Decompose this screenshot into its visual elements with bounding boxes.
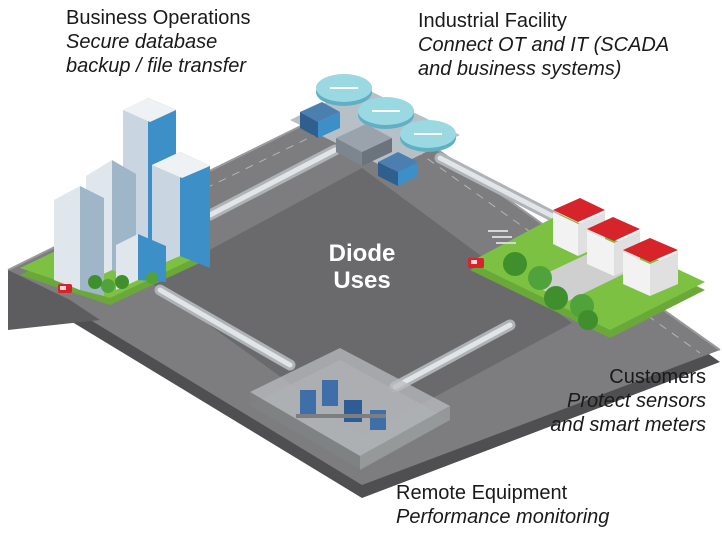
diode-uses-label: Diode Uses xyxy=(300,240,424,294)
customers-caption: Customers Protect sensors and smart mete… xyxy=(550,365,706,437)
industrial-facility-title: Industrial Facility xyxy=(418,10,567,32)
business-operations-subtitle-1: Secure database xyxy=(66,31,218,53)
business-operations-caption: Business Operations Secure database back… xyxy=(66,6,251,78)
remote-equipment-subtitle: Performance monitoring xyxy=(396,506,610,528)
remote-equipment-title: Remote Equipment xyxy=(396,482,568,504)
trees-icon xyxy=(503,252,598,330)
crosswalk xyxy=(488,230,516,244)
car-icon xyxy=(468,258,484,268)
center-label-line-1: Diode xyxy=(328,240,396,267)
customers-subtitle-2: and smart meters xyxy=(550,414,706,436)
car-icon xyxy=(58,284,72,293)
remote-equipment-enclosure-icon xyxy=(250,348,450,470)
customers-subtitle-1: Protect sensors xyxy=(567,390,706,412)
side-road-left xyxy=(8,270,100,330)
connection-pipes xyxy=(154,144,566,393)
houses-icon xyxy=(470,198,705,338)
business-operations-title: Business Operations xyxy=(66,7,251,29)
center-label-line-2: Uses xyxy=(333,267,391,294)
business-operations-subtitle-2: backup / file transfer xyxy=(66,55,247,77)
remote-equipment-caption: Remote Equipment Performance monitoring xyxy=(396,481,609,529)
industrial-facility-subtitle-1: Connect OT and IT (SCADA xyxy=(418,34,670,56)
industrial-facility-caption: Industrial Facility Connect OT and IT (S… xyxy=(418,9,669,81)
water-treatment-tanks-icon xyxy=(290,74,460,186)
industrial-facility-subtitle-2: and business systems) xyxy=(418,58,622,80)
customers-title: Customers xyxy=(609,366,706,388)
